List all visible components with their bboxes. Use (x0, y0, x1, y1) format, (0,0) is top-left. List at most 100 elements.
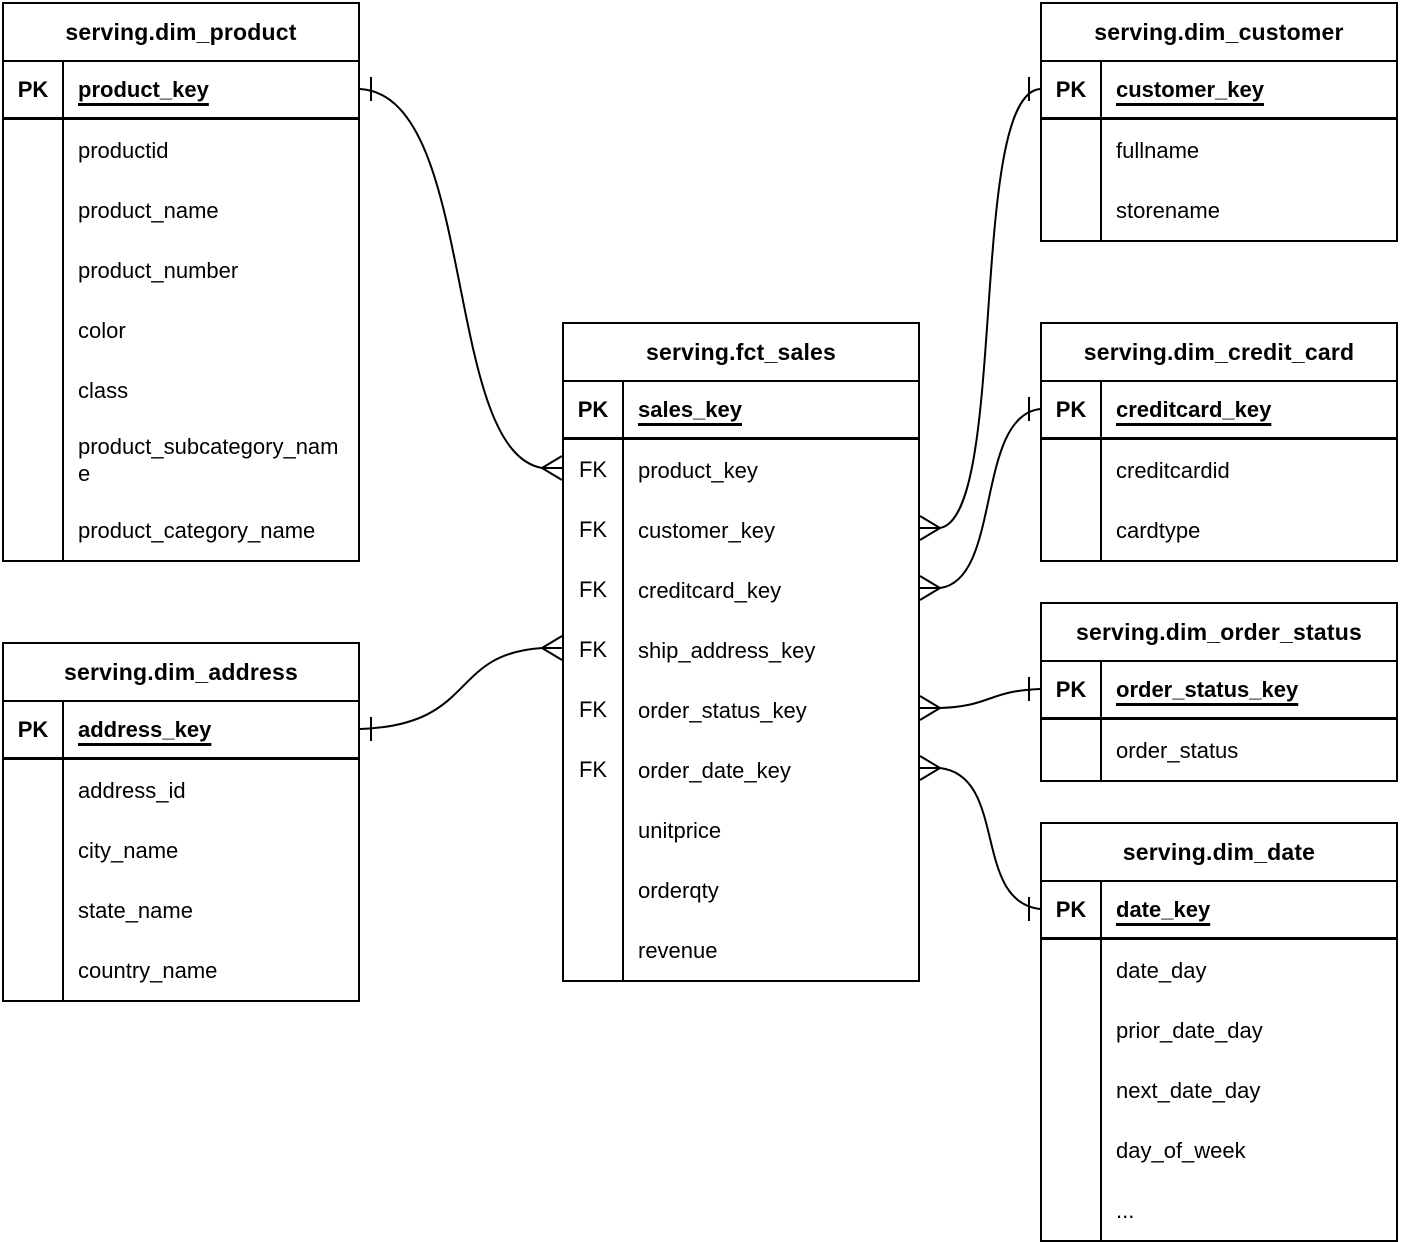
field-row: product_category_name (4, 500, 358, 560)
field-name: creditcardid (1116, 457, 1230, 483)
pk-row: PK customer_key (1042, 62, 1396, 120)
field-name: unitprice (638, 817, 722, 843)
field-name: product_category_name (78, 517, 316, 543)
table-body: order_status (1042, 720, 1396, 780)
connector-line (359, 88, 562, 469)
pk-badge: PK (1042, 882, 1102, 937)
field-name: product_key (638, 457, 758, 483)
field-row: date_day (1042, 940, 1396, 1000)
field-row: creditcardid (1042, 440, 1396, 500)
field-row: address_id (4, 760, 358, 820)
pk-badge: PK (1042, 62, 1102, 117)
table-title: serving.dim_date (1042, 824, 1396, 882)
pk-badge: PK (1042, 382, 1102, 437)
pk-row: PK address_key (4, 702, 358, 760)
field-name: cardtype (1116, 517, 1201, 543)
key-badge (1042, 180, 1102, 240)
table-body: date_day prior_date_day next_date_day da… (1042, 940, 1396, 1240)
field-row: class (4, 360, 358, 420)
pk-badge: PK (1042, 662, 1102, 717)
cardinality-many-crowfoot (919, 515, 941, 541)
table-body: creditcardid cardtype (1042, 440, 1396, 560)
pk-row: PK product_key (4, 62, 358, 120)
pk-field-name: customer_key (1116, 77, 1264, 102)
pk-badge: PK (4, 62, 64, 117)
key-badge (1042, 940, 1102, 1000)
key-badge (4, 500, 64, 560)
table-title: serving.dim_product (4, 4, 358, 62)
cardinality-many-crowfoot (919, 755, 941, 781)
field-row: unitprice (564, 800, 918, 860)
key-badge (4, 240, 64, 300)
cardinality-many-crowfoot (919, 575, 941, 601)
field-name: productid (78, 137, 169, 163)
table-title: serving.fct_sales (564, 324, 918, 382)
table-dim-date: serving.dim_date PK date_key date_day pr… (1040, 822, 1398, 1242)
table-body: fullname storename (1042, 120, 1396, 240)
cardinality-many-crowfoot (919, 695, 941, 721)
table-dim-order-status: serving.dim_order_status PK order_status… (1040, 602, 1398, 782)
key-badge (4, 120, 64, 180)
field-row: fullname (1042, 120, 1396, 180)
field-row: FK order_date_key (564, 740, 918, 800)
field-name: country_name (78, 957, 218, 983)
fk-badge: FK (564, 740, 624, 800)
cardinality-many-crowfoot (541, 455, 563, 481)
relationship-product-sales (359, 77, 563, 481)
field-row: productid (4, 120, 358, 180)
table-body: productid product_name product_number co… (4, 120, 358, 560)
field-row: color (4, 300, 358, 360)
fk-badge: FK (564, 620, 624, 680)
field-row: storename (1042, 180, 1396, 240)
table-dim-product: serving.dim_product PK product_key produ… (2, 2, 360, 562)
field-name: order_date_key (638, 757, 791, 783)
field-row: orderqty (564, 860, 918, 920)
field-row: day_of_week (1042, 1120, 1396, 1180)
key-badge (4, 300, 64, 360)
field-row: product_subcategory_name (4, 420, 358, 500)
field-row: ... (1042, 1180, 1396, 1240)
field-row: FK creditcard_key (564, 560, 918, 620)
field-name: order_status (1116, 737, 1239, 763)
field-row: next_date_day (1042, 1060, 1396, 1120)
key-badge (4, 940, 64, 1000)
field-row: city_name (4, 820, 358, 880)
key-badge (1042, 720, 1102, 780)
key-badge (564, 800, 624, 860)
field-name: order_status_key (638, 697, 807, 723)
connector-line (920, 767, 1041, 910)
pk-field-name: date_key (1116, 897, 1211, 922)
field-name: date_day (1116, 957, 1207, 983)
field-name: state_name (78, 897, 193, 923)
table-dim-credit-card: serving.dim_credit_card PK creditcard_ke… (1040, 322, 1398, 562)
field-row: product_number (4, 240, 358, 300)
pk-field-name: address_key (78, 717, 212, 742)
pk-row: PK date_key (1042, 882, 1396, 940)
table-title: serving.dim_customer (1042, 4, 1396, 62)
key-badge (1042, 1060, 1102, 1120)
field-row: order_status (1042, 720, 1396, 780)
key-badge (4, 420, 64, 500)
field-name: day_of_week (1116, 1137, 1246, 1163)
fk-badge: FK (564, 680, 624, 740)
key-badge (1042, 440, 1102, 500)
connector-line (920, 88, 1041, 529)
connector-line (920, 688, 1041, 709)
key-badge (4, 180, 64, 240)
pk-row: PK order_status_key (1042, 662, 1396, 720)
key-badge (1042, 500, 1102, 560)
field-row: revenue (564, 920, 918, 980)
field-name: next_date_day (1116, 1077, 1261, 1103)
field-name: creditcard_key (638, 577, 782, 603)
fk-badge: FK (564, 560, 624, 620)
key-badge (1042, 1120, 1102, 1180)
table-dim-address: serving.dim_address PK address_key addre… (2, 642, 360, 1002)
table-title: serving.dim_order_status (1042, 604, 1396, 662)
fk-badge: FK (564, 500, 624, 560)
relationship-sales-orderstatus (919, 677, 1041, 721)
connector-line (359, 647, 562, 730)
